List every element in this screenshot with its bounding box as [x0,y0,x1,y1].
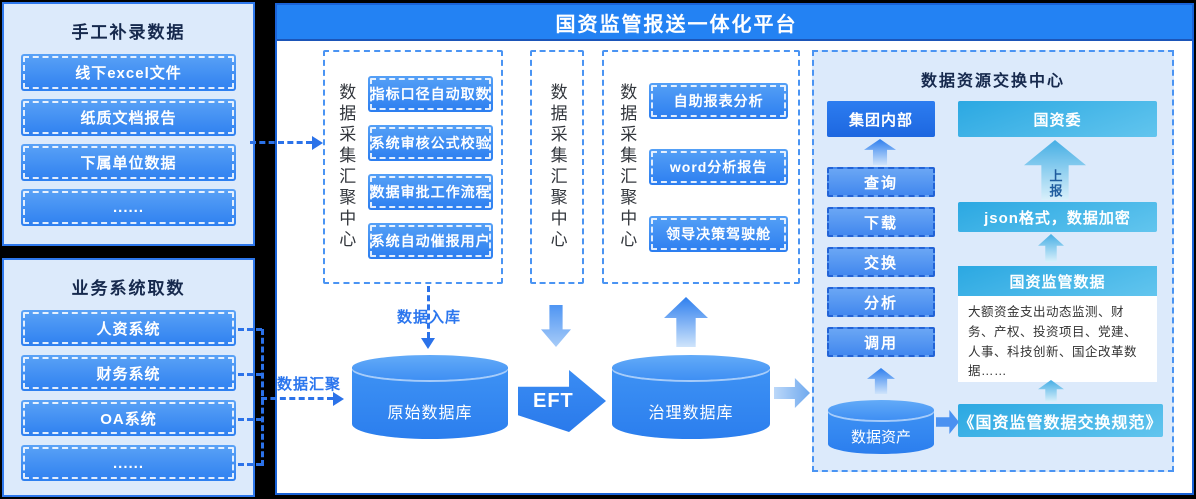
data-asset-label: 数据资产 [850,429,911,446]
manual-data-panel-title: 手工补录数据 [71,23,186,42]
chip-auto-indicator-fetch[interactable]: 指标口径自动取数 [368,75,493,112]
governed-database-label: 治理数据库 [648,405,734,422]
chip-paper-report[interactable]: 纸质文档报告 [21,99,236,136]
dashed-connector [238,373,262,376]
collect-center-3-items: 自助报表分析 word分析报告 领导决策驾驶舱 [649,52,788,282]
collect-center-1-items: 指标口径自动取数 系统审核公式校验 数据审批工作流程 系统自动催报用户 [368,52,493,282]
manual-data-panel: 手工补录数据 线下excel文件 纸质文档报告 下属单位数据 ...... [2,2,255,246]
arrowhead-right-icon [312,136,323,150]
supervision-data-card: 国资监管数据 大额资金支出动态监测、财务、产权、投资项目、党建、人事、科技创新、… [958,266,1157,382]
exchange-spec-button[interactable]: 《国资监管数据交换规范》 [958,404,1163,437]
action-button-exchange[interactable]: 交换 [827,247,935,277]
sasac-button[interactable]: 国资委 [958,101,1157,137]
chip-more-manual[interactable]: ...... [21,189,236,226]
chip-oa-system[interactable]: OA系统 [21,400,236,436]
report-label: 上报 [1047,169,1063,199]
arrowhead-down-icon [421,338,435,349]
collect-center-1-label: 数据采集汇聚中心 [336,83,356,251]
governed-database-cylinder: 治理数据库 [612,355,770,439]
chip-approval-workflow[interactable]: 数据审批工作流程 [368,173,493,210]
dashed-connector [238,328,262,331]
chip-self-service-report[interactable]: 自助报表分析 [649,82,788,119]
dashed-connector [238,418,262,421]
collect-center-box-2: 数据采集汇聚中心 [530,50,584,284]
collect-center-box-3: 数据采集汇聚中心 自助报表分析 word分析报告 领导决策驾驶舱 [602,50,800,284]
chip-formula-check[interactable]: 系统审核公式校验 [368,124,493,161]
collect-center-box-1: 数据采集汇聚中心 指标口径自动取数 系统审核公式校验 数据审批工作流程 系统自动… [323,50,503,284]
exchange-center-title: 数据资源交换中心 [920,73,1065,90]
chip-subsidiary-data[interactable]: 下属单位数据 [21,144,236,181]
action-button-download[interactable]: 下载 [827,207,935,237]
chip-word-report[interactable]: word分析报告 [649,149,788,185]
data-gather-label: 数据汇聚 [277,376,342,393]
platform-title: 国资监管报送一体化平台 [555,13,798,36]
chip-finance-system[interactable]: 财务系统 [21,355,236,391]
data-ingest-label: 数据入库 [396,309,461,326]
dashed-connector [261,397,333,400]
action-button-invoke[interactable]: 调用 [827,327,935,357]
business-systems-panel: 业务系统取数 人资系统 财务系统 OA系统 ...... [2,258,255,497]
action-button-analyze[interactable]: 分析 [827,287,935,317]
group-internal-button[interactable]: 集团内部 [827,101,935,137]
chip-auto-reminder[interactable]: 系统自动催报用户 [368,222,493,259]
chip-leader-cockpit[interactable]: 领导决策驾驶舱 [649,215,788,252]
collect-center-2-label: 数据采集汇聚中心 [547,83,567,251]
collect-center-3-label: 数据采集汇聚中心 [617,83,637,251]
dashed-connector [238,463,262,466]
chip-more-systems[interactable]: ...... [21,445,236,481]
chip-hr-system[interactable]: 人资系统 [21,310,236,346]
raw-database-cylinder: 原始数据库 [352,355,508,439]
raw-database-label: 原始数据库 [387,405,473,422]
business-systems-panel-title: 业务系统取数 [71,279,186,298]
platform-title-bar: 国资监管报送一体化平台 [277,5,1192,41]
action-button-query[interactable]: 查询 [827,167,935,197]
supervision-data-card-title: 国资监管数据 [958,266,1157,296]
arrowhead-right-icon [333,392,344,406]
data-asset-cylinder: 数据资产 [828,400,934,454]
supervision-data-card-body: 大额资金支出动态监测、财务、产权、投资项目、党建、人事、科技创新、国企改革数据…… [958,296,1157,382]
dashed-connector [427,286,430,338]
dashed-connector [250,141,312,144]
chip-offline-excel[interactable]: 线下excel文件 [21,54,236,91]
eft-label: EFT [533,389,574,412]
json-encrypt-button[interactable]: json格式，数据加密 [958,202,1157,232]
